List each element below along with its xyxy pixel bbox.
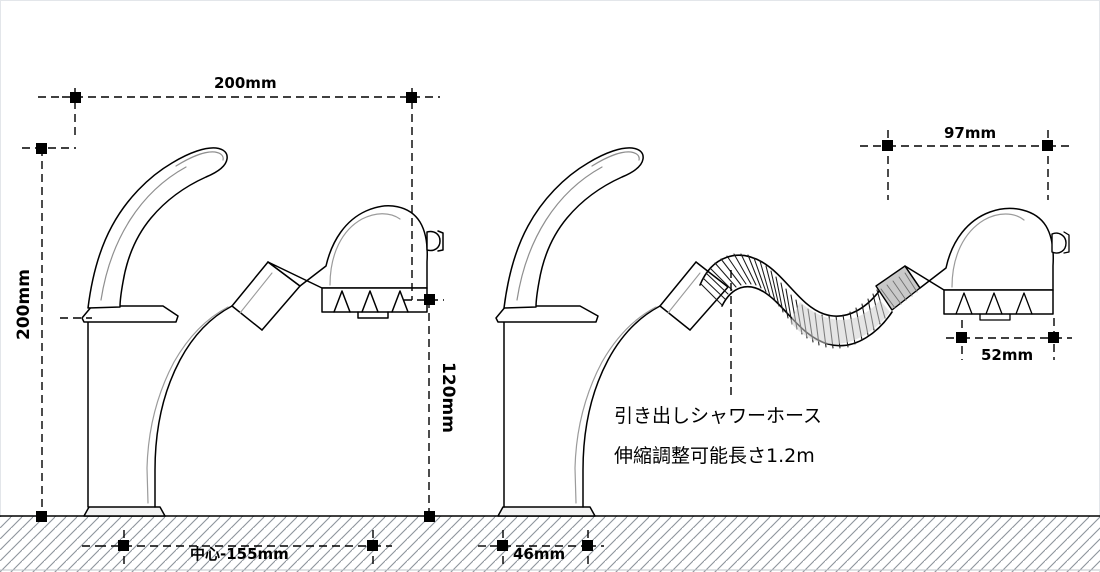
marker-120mm-top [424, 294, 435, 305]
left-nozzle-jet-3 [391, 290, 409, 313]
flexible-shower-hose [699, 253, 893, 349]
dimension-markers [36, 92, 1059, 551]
label-spout-reach: 200mm [214, 74, 277, 92]
marker-height-top [36, 143, 47, 154]
marker-200mm-left [70, 92, 81, 103]
right-handle-inner-line [516, 166, 603, 301]
left-spout-lower-edge [261, 285, 301, 331]
right-spout-highlight [667, 272, 701, 314]
marker-52mm-left [956, 332, 967, 343]
annotation-hose-line-2: 伸縮調整可能長さ1.2m [614, 445, 815, 467]
right-faucet-base-flange [497, 506, 596, 517]
left-spray-head-seam [329, 213, 401, 286]
left-lever-handle [87, 147, 228, 309]
marker-46mm-left [497, 540, 508, 551]
label-base-width: 46mm [513, 545, 566, 563]
marker-52mm-right [1048, 332, 1059, 343]
marker-46mm-right [582, 540, 593, 551]
left-spout-upper-edge [231, 261, 269, 307]
left-faucet-base-flange [83, 506, 166, 517]
label-spout-height: 120mm [438, 362, 458, 433]
annotation-hose-line-1: 引き出しシャワーホース [614, 405, 823, 427]
label-center-distance: 中心-155mm [190, 545, 289, 563]
left-spout-highlight [239, 272, 273, 314]
dimension-lines [22, 88, 1074, 566]
left-spray-head-button [426, 230, 441, 252]
label-head-width: 52mm [981, 346, 1034, 364]
left-nozzle-jet-2 [361, 290, 379, 313]
marker-120mm-bottom [424, 511, 435, 522]
right-nozzle-jet-3 [1015, 292, 1033, 315]
left-spray-head-button-edge [437, 230, 444, 252]
right-spray-head-button-edge [1063, 231, 1070, 254]
hose-coupling-ribs [880, 272, 918, 309]
right-spray-head-body [904, 207, 1054, 291]
marker-97mm-right [1042, 140, 1053, 151]
floor-hatch-area [0, 515, 1100, 572]
left-body-inner-highlight [146, 306, 229, 504]
marker-200mm-right [406, 92, 417, 103]
label-height: 200mm [14, 269, 34, 340]
right-spray-head-seam [951, 213, 1025, 288]
left-handle-inner-line [100, 166, 187, 301]
marker-155mm-right [367, 540, 378, 551]
left-body-right-edge [154, 305, 233, 508]
right-nozzle-bottom-tab [979, 313, 1011, 321]
hose-upper-edge [699, 254, 881, 317]
left-nozzle-bottom-tab [357, 311, 389, 319]
right-spout-cap-right [695, 261, 729, 288]
left-faucet-assembly [81, 147, 444, 517]
hose-shading [790, 300, 890, 345]
left-spray-head-body [267, 205, 428, 289]
label-head-length: 97mm [944, 124, 997, 142]
marker-155mm-left [118, 540, 129, 551]
left-spout-cap-left [231, 305, 263, 331]
left-handle-tip-highlight [175, 151, 224, 167]
right-spout-lower-edge [689, 286, 729, 331]
right-spray-head-button [1051, 232, 1067, 254]
right-nozzle-jet-1 [955, 292, 973, 315]
marker-height-bottom [36, 511, 47, 522]
right-body-right-edge [582, 305, 661, 508]
right-handle-tip-highlight [591, 151, 640, 167]
right-body-inner-highlight [574, 306, 657, 504]
left-nozzle-jet-1 [333, 290, 351, 313]
right-lever-handle [503, 147, 644, 309]
detached-spray-head [904, 207, 1070, 321]
right-spout-cap-left [659, 305, 691, 331]
right-spout-upper-edge [659, 261, 697, 307]
marker-97mm-left [882, 140, 893, 151]
right-faucet-assembly [495, 147, 1070, 517]
right-nozzle-jet-2 [985, 292, 1003, 315]
